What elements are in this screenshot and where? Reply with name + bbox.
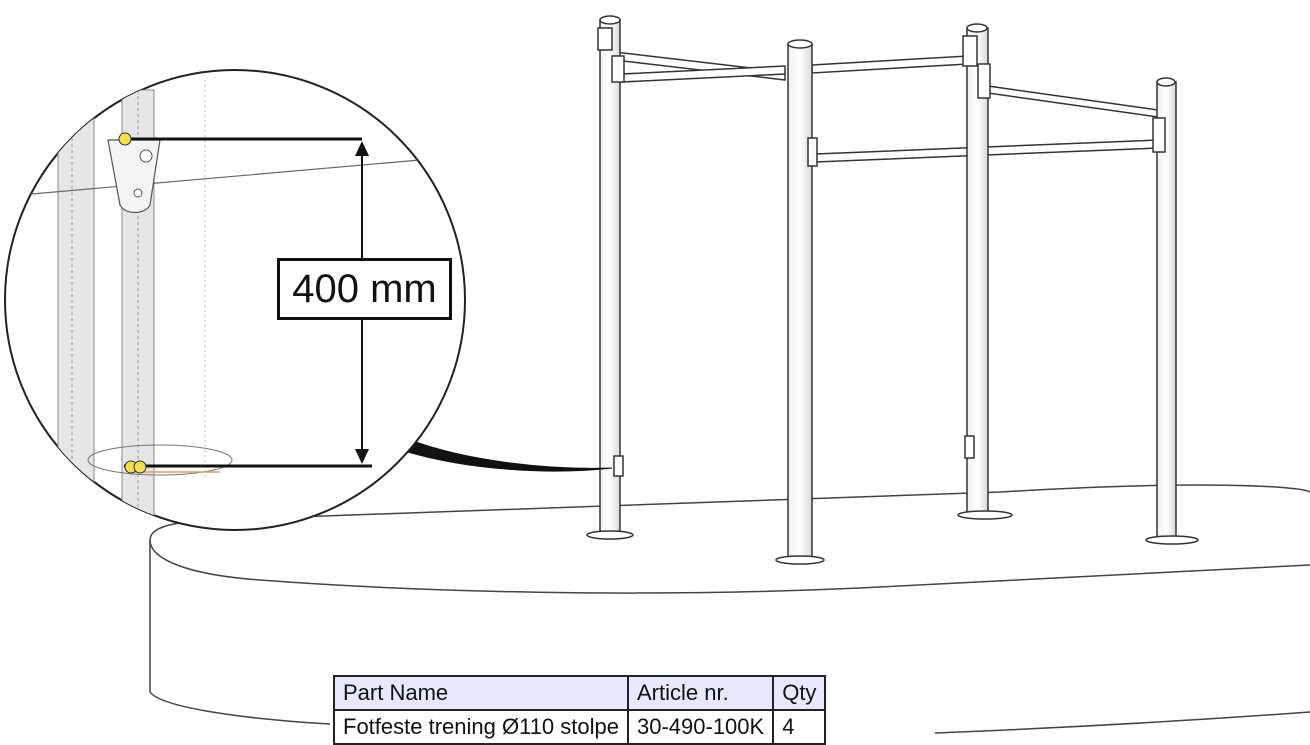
dimension-label-text: 400 mm <box>292 266 437 311</box>
pole-3 <box>957 23 1013 520</box>
dimension-label: 400 mm <box>277 258 452 320</box>
pole-4 <box>1145 77 1199 545</box>
detail-magnifier <box>4 69 466 531</box>
header-part-name: Part Name <box>333 675 629 711</box>
marker-bottom-right <box>133 460 147 474</box>
cell-article-nr: 30-490-100K <box>626 709 775 745</box>
header-article-nr: Article nr. <box>626 675 775 711</box>
pole-1 <box>586 15 634 540</box>
marker-top <box>118 132 132 146</box>
detail-leader <box>407 439 613 472</box>
pole-2 <box>775 39 825 565</box>
frame-bars <box>614 51 1159 163</box>
parts-table: Part Name Article nr. Qty Fotfeste treni… <box>333 675 827 745</box>
cell-part-name: Fotfeste trening Ø110 stolpe <box>333 709 629 745</box>
table-row: Fotfeste trening Ø110 stolpe 30-490-100K… <box>333 709 827 745</box>
header-qty: Qty <box>772 675 827 711</box>
cell-qty: 4 <box>772 709 827 745</box>
parts-table-header-row: Part Name Article nr. Qty <box>333 675 827 711</box>
